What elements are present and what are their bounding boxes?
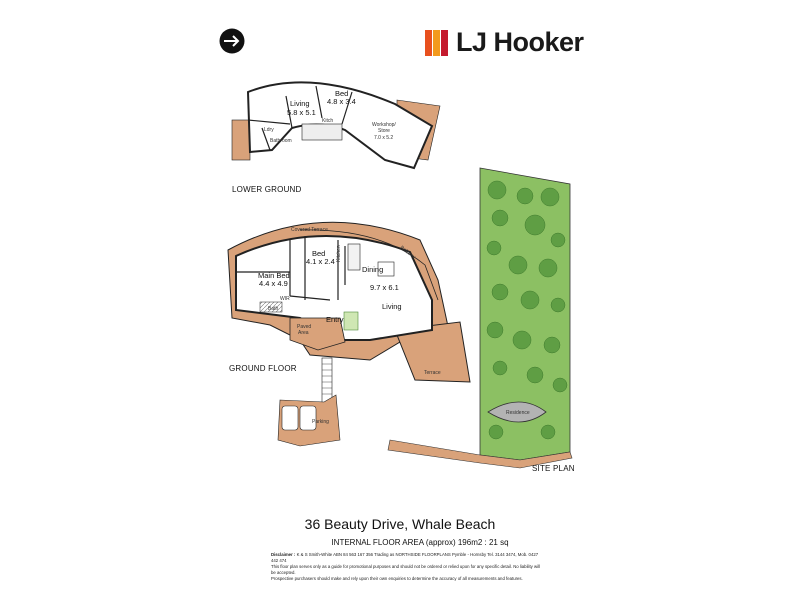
ground-entry-stairs xyxy=(321,357,333,404)
ground-bed-dims: 4.1 x 2.4 xyxy=(306,257,335,266)
lj-hooker-logo: LJ Hooker xyxy=(425,27,584,58)
lower-ground-heading: LOWER GROUND xyxy=(232,185,302,194)
site-driveway xyxy=(387,439,573,469)
site-plan-heading: SITE PLAN xyxy=(532,464,575,473)
ground-floor-heading: GROUND FLOOR xyxy=(229,364,297,373)
lower-laundry-label: Ldry xyxy=(264,127,274,133)
lower-walls xyxy=(247,85,353,151)
logo-bar xyxy=(433,29,440,56)
lower-living-dims: 5.8 x 5.1 xyxy=(287,108,316,117)
disclaimer: Disclaimer : K & S Smith-White ABN 84 56… xyxy=(271,552,541,582)
bath-fixtures xyxy=(259,301,283,313)
terrace-label: Terrace xyxy=(424,370,441,376)
compass-icon xyxy=(219,28,245,54)
ground-walls xyxy=(236,236,346,301)
site-trees xyxy=(486,180,568,440)
paved-label: Paved xyxy=(297,324,311,330)
ground-terrace-extension xyxy=(394,321,471,383)
site-residence-label: Residence xyxy=(506,410,530,416)
lower-workshop-label: Workshop/ xyxy=(372,122,396,128)
main-bed-label: Main Bed xyxy=(258,271,290,280)
floor-area: INTERNAL FLOOR AREA (approx) 196m2 : 21 … xyxy=(331,538,509,547)
lower-bathroom-label: Bathroom xyxy=(270,138,292,144)
logo-text: LJ Hooker xyxy=(456,27,584,57)
living-label: Living xyxy=(382,302,402,311)
lower-bed-dims: 4.8 x 3.4 xyxy=(327,97,356,106)
bath-label: Bath xyxy=(268,306,279,312)
lower-living-label: Living xyxy=(290,99,310,108)
entry-label: Entry xyxy=(326,315,344,324)
lower-workshop-dims: 7.0 x 5.2 xyxy=(374,135,393,141)
lower-bed-label: Bed xyxy=(335,89,348,98)
dining-table xyxy=(377,261,395,277)
lower-store-label: Store xyxy=(378,128,390,134)
logo-bar xyxy=(425,29,432,56)
wir-label: WIR xyxy=(280,296,290,302)
lower-ground-plan: Living 5.8 x 5.1 Bed 4.8 x 3.4 Kitch Wor… xyxy=(231,81,441,170)
area-label: Area xyxy=(298,330,309,336)
ground-paved-area xyxy=(289,317,346,351)
lower-kitchen-bench xyxy=(301,123,343,141)
living-dims: 9.7 x 6.1 xyxy=(370,283,399,292)
lower-left-stair xyxy=(231,119,251,161)
site-plan: Residence xyxy=(387,167,573,469)
main-bed-dims: 4.4 x 4.9 xyxy=(259,279,288,288)
kitchen-bench xyxy=(347,243,361,271)
disclaimer-line-2: This floor plan serves only as a guide f… xyxy=(271,564,540,575)
logo-bars xyxy=(425,29,448,56)
dining-label: Dining xyxy=(362,265,383,274)
lower-kitchen-label: Kitch xyxy=(322,118,333,124)
property-address: 36 Beauty Drive, Whale Beach xyxy=(304,516,496,532)
disclaimer-line-3: Prospective purchasers should make and r… xyxy=(271,576,523,581)
disclaimer-line-1: K & S Smith-White ABN 84 563 167 356 Tra… xyxy=(271,552,539,563)
ground-bed-label: Bed xyxy=(312,249,325,258)
ground-floor-plan: Parking Terrace Covered Terrace Balcony xyxy=(227,221,471,447)
covered-terrace-label: Covered Terrace xyxy=(291,227,328,233)
car-icon xyxy=(299,405,317,431)
planter xyxy=(343,311,359,331)
car-icon xyxy=(281,405,299,431)
site-residence xyxy=(487,401,547,423)
kitchen-label: Kitchen xyxy=(336,245,342,262)
disclaimer-label: Disclaimer : xyxy=(271,552,296,557)
logo-bar xyxy=(441,29,448,56)
parking-label: Parking xyxy=(312,419,329,425)
